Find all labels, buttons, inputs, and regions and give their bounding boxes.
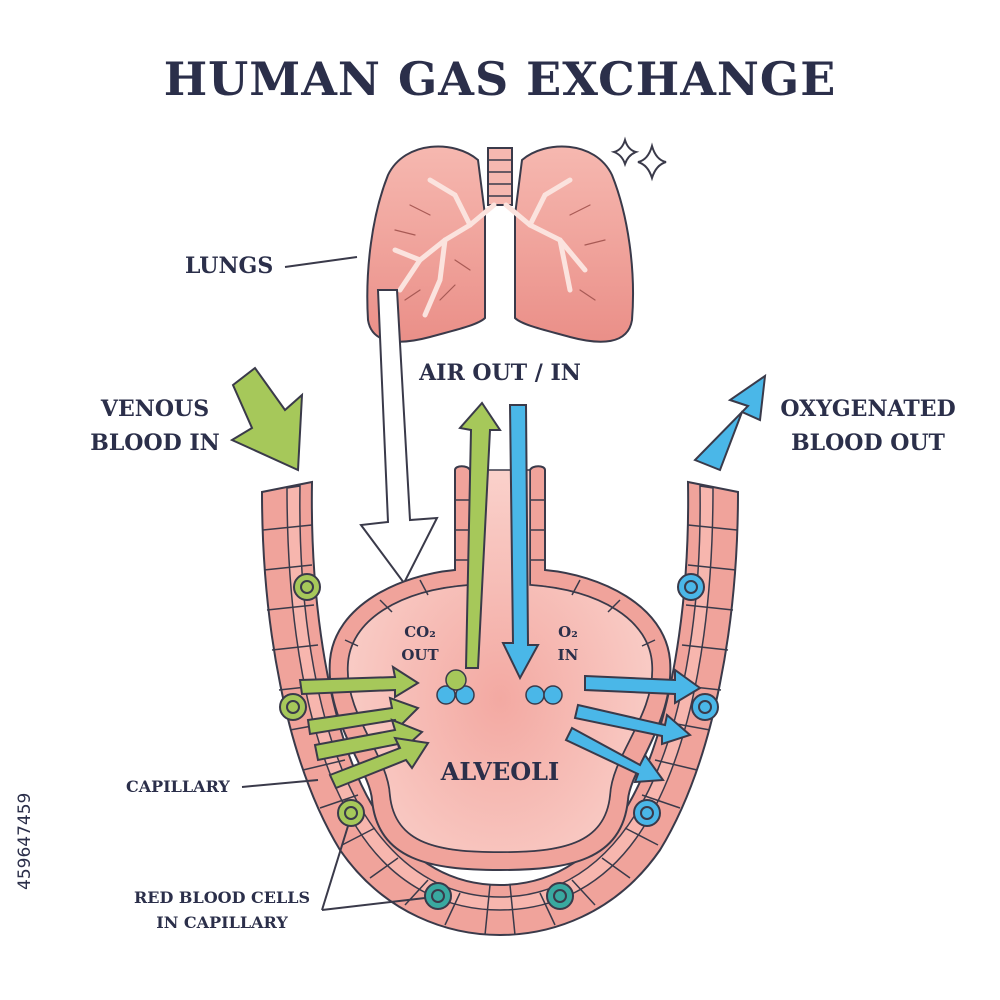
- red-blood-cell: [424, 882, 452, 910]
- lungs-leader-line: [284, 256, 358, 268]
- venous-label-line2: BLOOD IN: [90, 430, 220, 456]
- page-title: HUMAN GAS EXCHANGE: [164, 52, 837, 106]
- sparkle-icon: [610, 136, 667, 182]
- o2-label-line2: IN: [558, 646, 579, 664]
- rbc-label-line2: IN CAPILLARY: [156, 913, 288, 932]
- stock-id: 459647459: [15, 793, 35, 890]
- alveolus-lumen: [347, 469, 653, 853]
- red-blood-cell: [677, 573, 705, 601]
- red-blood-cell: [691, 693, 719, 721]
- oxygenated-label-line1: OXYGENATED: [780, 396, 955, 422]
- capillary-inner-lumen: [286, 485, 714, 911]
- lungs-label: LUNGS: [185, 253, 273, 279]
- o2-molecule: [525, 685, 563, 705]
- lungs-illustration: [366, 145, 635, 343]
- alveoli-label: ALVEOLI: [440, 757, 560, 786]
- red-blood-cell: [633, 799, 661, 827]
- co2-label-line1: CO₂: [404, 623, 436, 641]
- red-blood-cell: [279, 693, 307, 721]
- venous-label-line1: VENOUS: [100, 396, 209, 422]
- red-blood-cell: [546, 882, 574, 910]
- oxygenated-label-line2: BLOOD OUT: [791, 430, 945, 456]
- red-blood-cells: [279, 573, 719, 910]
- red-blood-cell: [293, 573, 321, 601]
- oxygenated-out-arrow: [693, 373, 767, 472]
- o2-air-in-arrow: [501, 404, 540, 681]
- co2-label-line2: OUT: [401, 646, 439, 664]
- venous-in-arrow: [229, 366, 304, 472]
- lungs-to-alveoli-arrow: [359, 289, 439, 585]
- red-blood-cell: [337, 799, 365, 827]
- o2-diffusion-arrows: [564, 668, 702, 784]
- o2-label-line1: O₂: [558, 623, 578, 641]
- trachea: [487, 147, 513, 206]
- co2-molecule: [436, 669, 475, 705]
- co2-diffusion-arrows: [298, 664, 430, 790]
- capillary-leader-line: [241, 779, 319, 788]
- bronchial-tree: [392, 177, 588, 318]
- rbc-leader-lines: [321, 825, 426, 911]
- co2-air-out-arrow: [458, 401, 502, 669]
- right-lung: [514, 145, 635, 343]
- rbc-label-line1: RED BLOOD CELLS: [134, 888, 310, 907]
- capillary-label: CAPILLARY: [126, 777, 230, 796]
- air-label: AIR OUT / IN: [418, 360, 581, 386]
